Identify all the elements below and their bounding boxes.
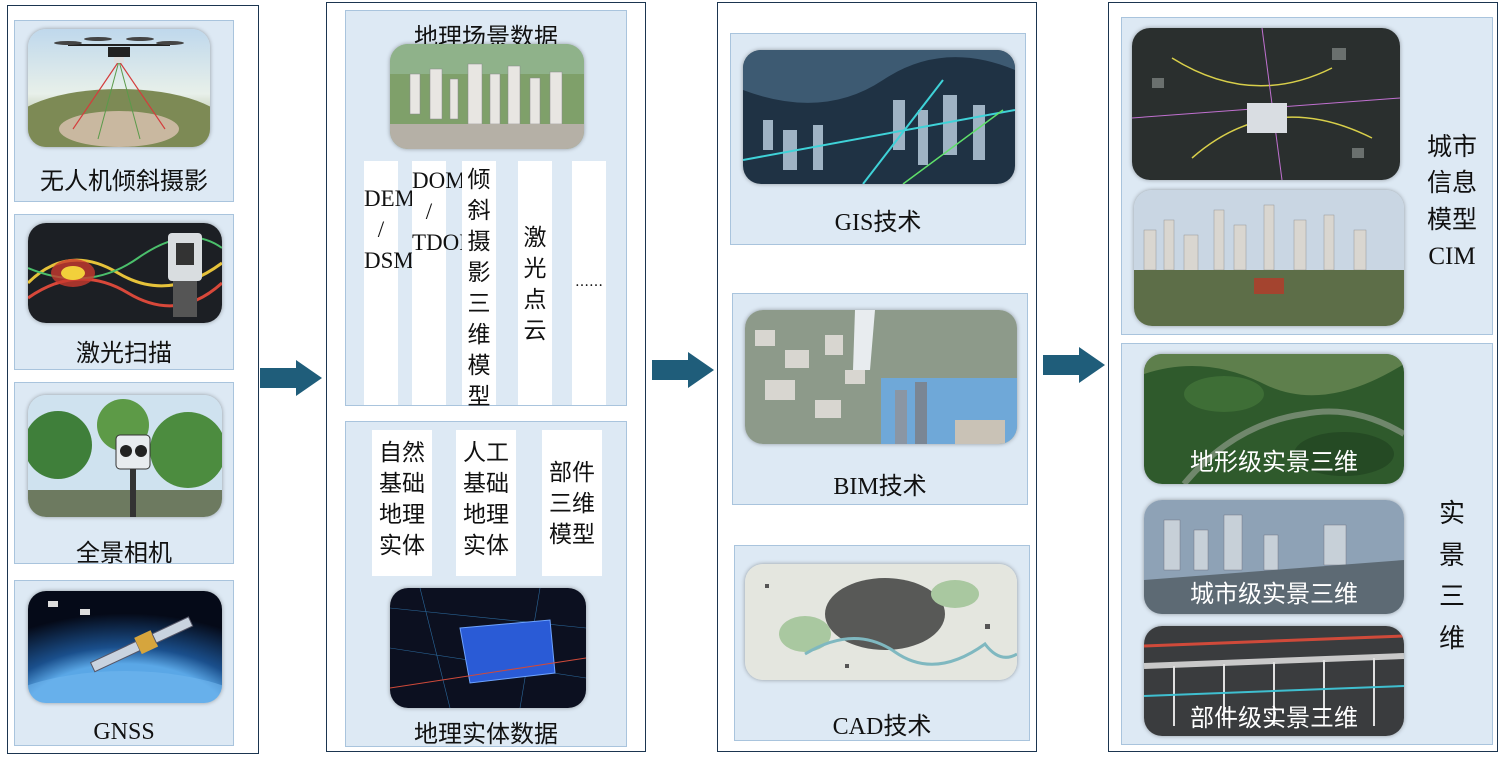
- cad-map-image: [745, 564, 1017, 680]
- acquisition-panel-drone: 无人机倾斜摄影: [14, 20, 234, 202]
- bim-city-image: [745, 310, 1017, 444]
- gis-city-image: [743, 50, 1015, 184]
- component-level-image: [1144, 626, 1404, 736]
- tech-label: GIS技术: [834, 210, 922, 236]
- realscene-level-label: 城市级实景三维: [1190, 580, 1358, 608]
- realscene-level-label: 部件级实景三维: [1190, 704, 1358, 732]
- city-level-image: [1144, 500, 1404, 614]
- scene-type-dem: DEM / DSM: [364, 161, 415, 405]
- panoramic-camera-icon: [28, 395, 222, 517]
- arrow-right-icon: [1043, 347, 1105, 383]
- drone-oblique-photo-icon: [28, 29, 210, 147]
- tech-panel-cad: CAD技术: [734, 545, 1030, 741]
- acquisition-label: 激光扫描: [76, 339, 172, 367]
- acquisition-panel-gnss: GNSS: [14, 580, 234, 746]
- acquisition-label: 无人机倾斜摄影: [40, 167, 208, 195]
- scene-type-more: ……: [572, 161, 606, 405]
- scene-type-point-cloud: 激 光 点 云: [518, 161, 552, 405]
- cim-label: 城市 信息 模型 CIM: [1426, 134, 1477, 270]
- acquisition-label: GNSS: [93, 719, 155, 745]
- arrow-right-icon: [260, 360, 322, 396]
- realscene-label: 实 景 三 维: [1438, 499, 1465, 654]
- acquisition-panel-laser: 激光扫描: [14, 214, 234, 370]
- scene-data-panel: 地理场景数据 DEM / DSM DOM / TDOM 倾 斜 摄 影 三 维 …: [345, 10, 627, 410]
- entity-type-natural: 自然 基础 地理 实体: [372, 430, 432, 576]
- cim-city-image-1: [1132, 28, 1400, 180]
- entity-type-artificial: 人工 基础 地理 实体: [456, 430, 516, 576]
- realscene-level-label: 地形级实景三维: [1190, 448, 1358, 476]
- acquisition-label: 全景相机: [76, 539, 172, 567]
- technology-column: GIS技术 BIM技术 CAD: [717, 2, 1037, 752]
- laser-scanner-icon: [28, 223, 222, 323]
- entity-type-component: 部件 三维 模型: [542, 430, 602, 576]
- results-column: 城市 信息 模型 CIM 地形级实景三维 城市级实景三维: [1108, 2, 1498, 752]
- entity-data-title: 地理实体数据: [414, 720, 558, 748]
- cim-panel: 城市 信息 模型 CIM: [1121, 17, 1493, 335]
- tech-label: CAD技术: [832, 714, 932, 740]
- realscene-panel: 地形级实景三维 城市级实景三维 部件级实景三维 实 景 三 维: [1121, 343, 1493, 745]
- acquisition-column: 无人机倾斜摄影 激光扫描: [7, 5, 259, 754]
- tech-panel-gis: GIS技术: [730, 33, 1026, 245]
- city-scene-image: [390, 44, 584, 149]
- terrain-level-image: [1144, 354, 1404, 484]
- geo-data-column: 地理场景数据 DEM / DSM DOM / TDOM 倾 斜 摄 影 三 维 …: [326, 2, 646, 752]
- arrow-right-icon: [652, 352, 714, 388]
- cim-city-image-2: [1134, 190, 1404, 326]
- acquisition-panel-panorama: 全景相机: [14, 382, 234, 567]
- entity-data-panel: 自然 基础 地理 实体 人工 基础 地理 实体 部件 三维 模型 地理实体数据: [345, 421, 627, 748]
- tech-label: BIM技术: [833, 474, 927, 500]
- tech-panel-bim: BIM技术: [732, 293, 1028, 505]
- scene-type-oblique-model: 倾 斜 摄 影 三 维 模 型: [462, 161, 496, 410]
- entity-model-image: [390, 588, 586, 708]
- satellite-icon: [28, 591, 222, 703]
- scene-type-dom: DOM / TDOM: [412, 161, 480, 405]
